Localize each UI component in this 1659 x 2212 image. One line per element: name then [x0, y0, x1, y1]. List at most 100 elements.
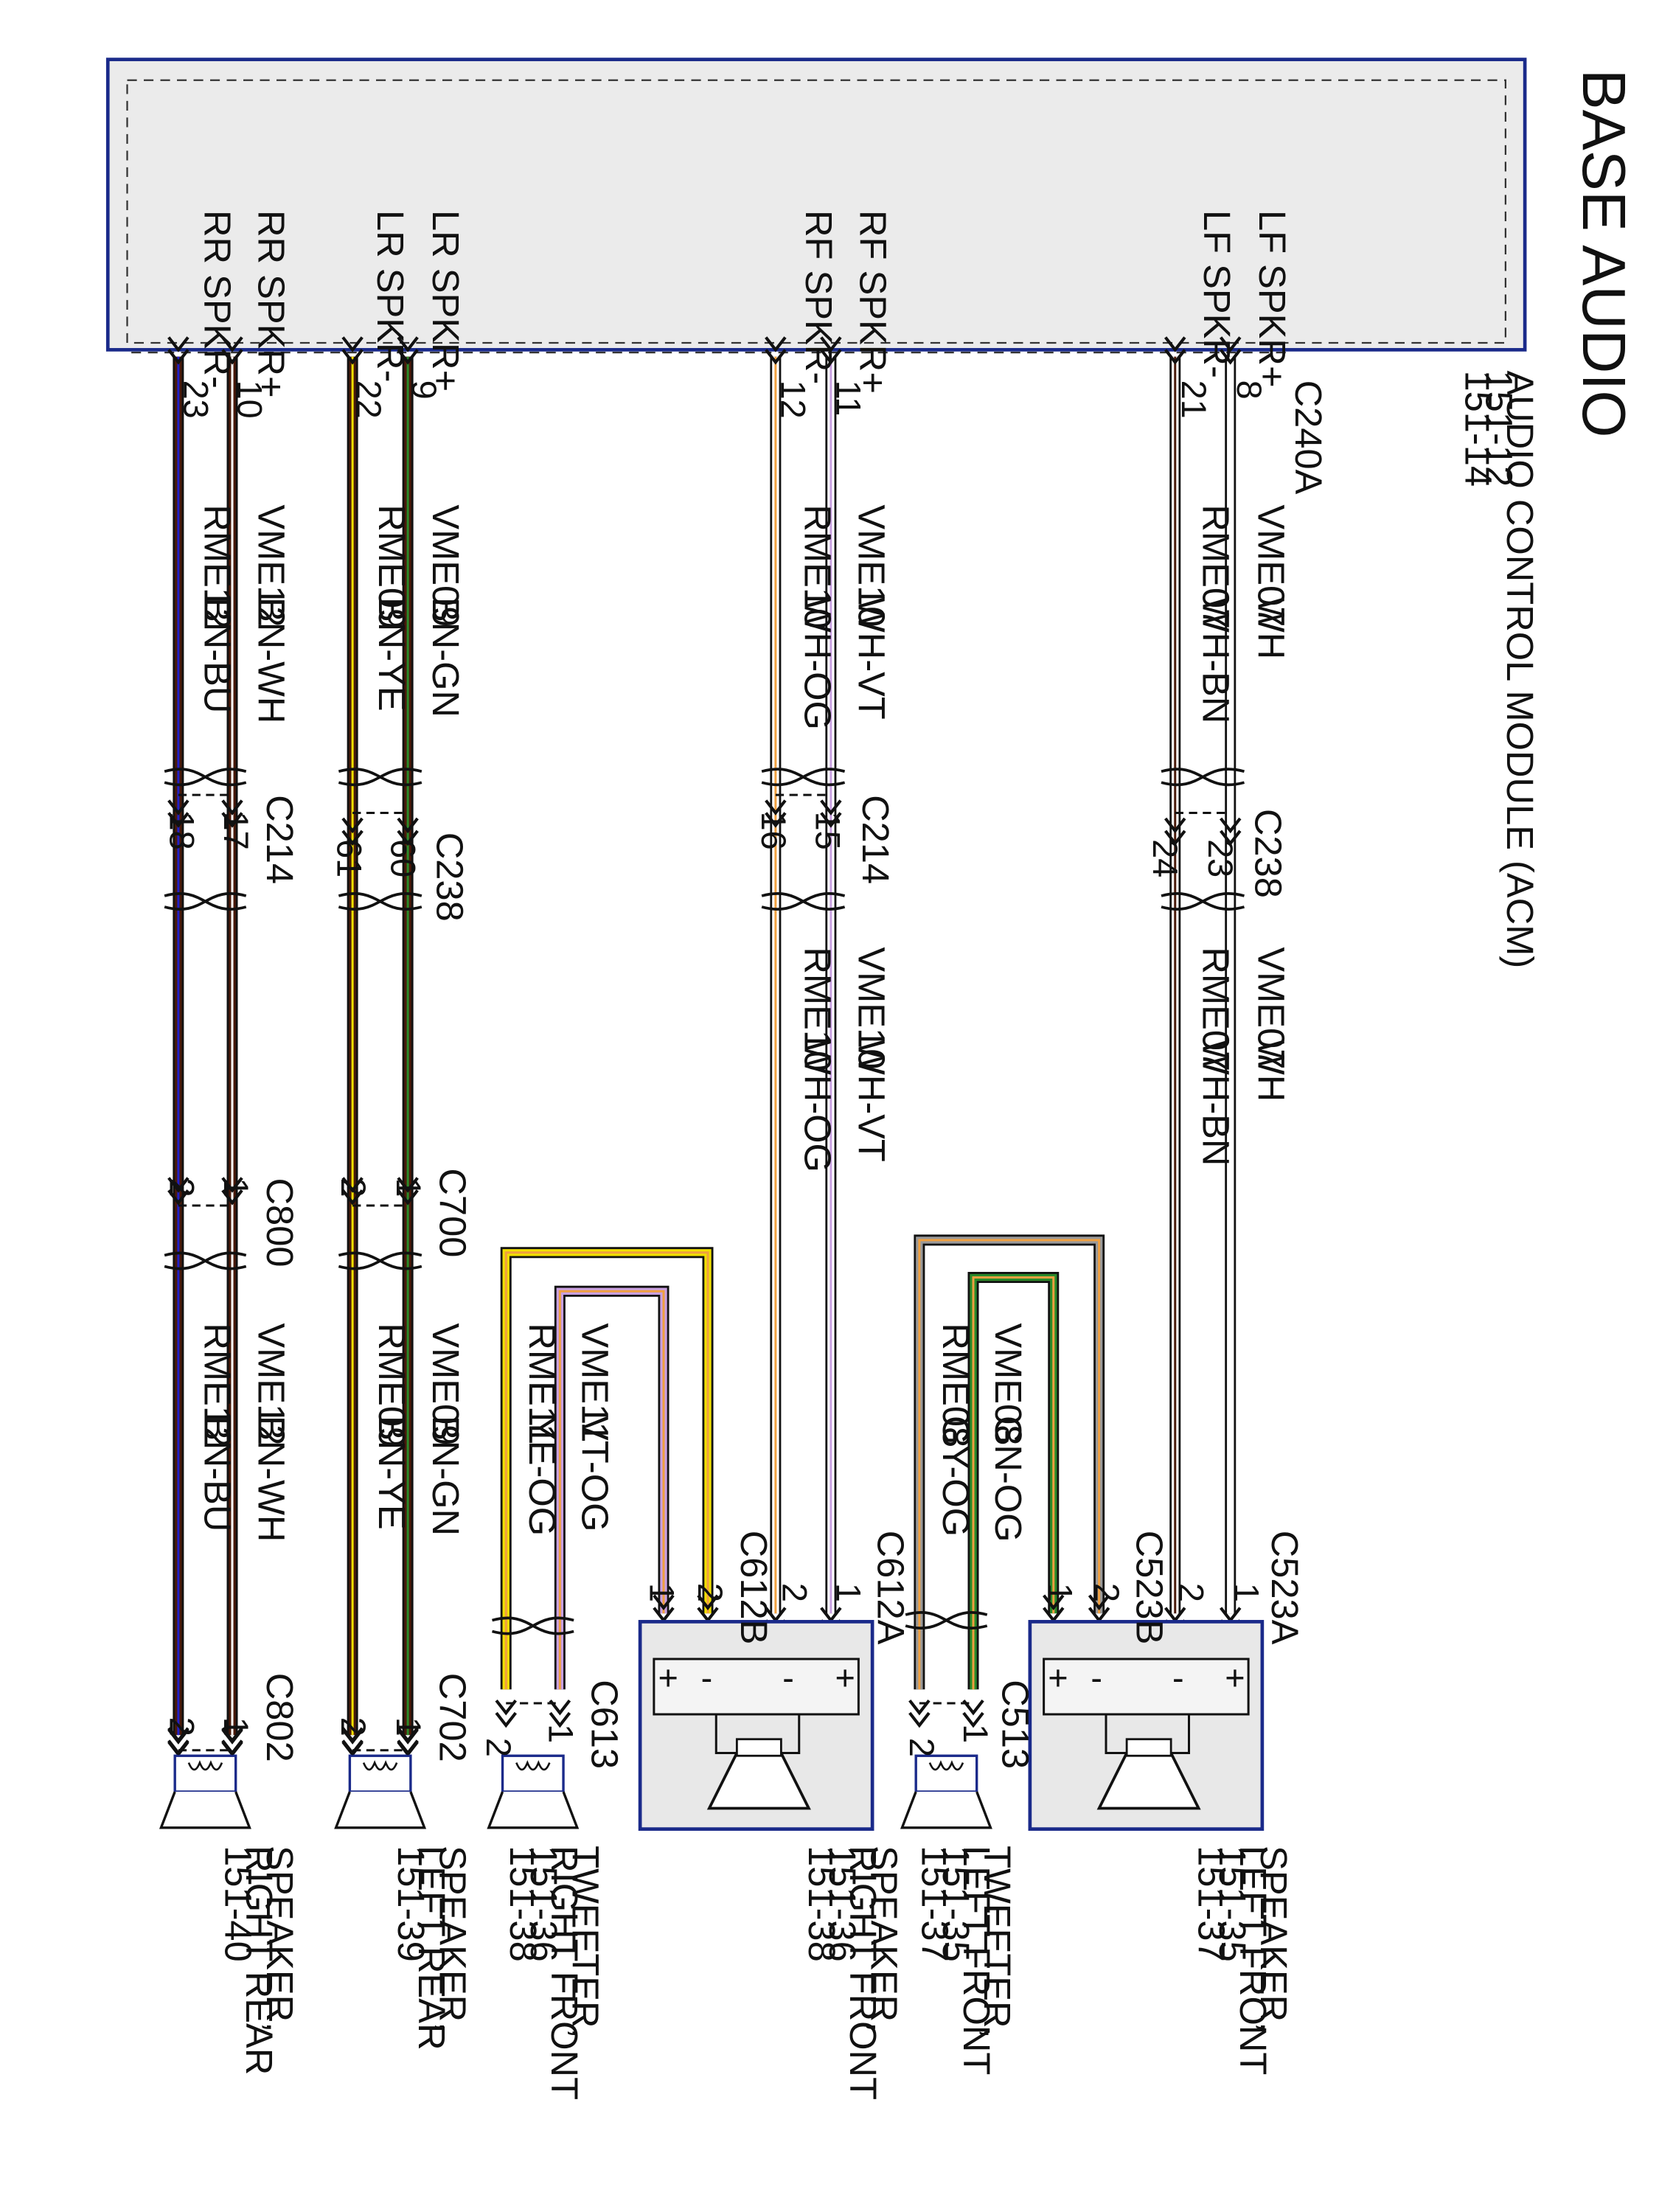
acm-pin-22: 22: [349, 380, 388, 419]
wires-layer: [173, 356, 1237, 1736]
tweeter-arrow: [962, 1699, 984, 1716]
acm-pin-23: 23: [176, 380, 215, 419]
inline-arrow: [1219, 817, 1242, 834]
connector-c612a: C612A: [870, 1531, 912, 1645]
circuit-vme09-upper: VME09: [425, 504, 467, 627]
pin-1-c702: 1: [389, 1717, 428, 1736]
speaker-arrow-b: [167, 1739, 189, 1756]
pin-1-c802: 1: [217, 1717, 255, 1736]
pin-1-c612b: 1: [642, 1583, 681, 1602]
color-wh-og-mid: WH-OG: [796, 1040, 838, 1172]
acm-pin-arrow: [1164, 336, 1186, 352]
signal-rf-neg: RF SPKR-: [798, 210, 840, 384]
speaker-arrow: [341, 1727, 364, 1743]
module-connector-c240a: C240A: [1287, 380, 1329, 495]
pin-2-c612a: 2: [775, 1583, 813, 1602]
speaker-arrow: [397, 1727, 419, 1743]
wire-lt_neg-stripe: [918, 1239, 1101, 1690]
speaker-box-left-front: [1028, 1620, 1265, 1831]
pin-2-c523a: 2: [1172, 1583, 1210, 1602]
acm-pin-arrow-b: [221, 349, 243, 365]
connector-c523a: C523A: [1264, 1531, 1306, 1645]
inline2-clip-b: [164, 1251, 247, 1270]
terminal-sign: -: [1091, 1658, 1102, 1697]
inline-clip-b: [1161, 892, 1245, 911]
pin-1-c612a: 1: [829, 1583, 867, 1602]
speaker-box-left-front-coil-icon: [1125, 1738, 1172, 1757]
circuit-vme10-mid: VME10: [850, 947, 892, 1069]
label-line: SPEAKER,: [431, 1846, 473, 2032]
inline-clip-b: [338, 892, 422, 911]
speaker-right-rear-coil: [187, 1760, 223, 1771]
speaker-box-right-front: [638, 1620, 874, 1831]
speaker-arrow-b: [397, 1739, 419, 1756]
inline-arrow: [341, 817, 364, 834]
connector-c612b: C612B: [733, 1531, 775, 1645]
pin-1-c613: 1: [541, 1724, 580, 1743]
circuit-vme10-upper: VME10: [850, 504, 892, 627]
tweeter-right-front-cone: [487, 1791, 580, 1829]
inline2-arrow-b: [221, 1189, 243, 1206]
acm-pin-arrow: [1219, 336, 1242, 352]
acm-pin-arrow-b: [341, 349, 364, 365]
inline-clip-b: [1161, 768, 1245, 787]
acm-pin-11: 11: [829, 380, 867, 417]
connector-c238-lr: C238: [429, 832, 471, 922]
inline-arrow-b: [167, 812, 189, 828]
color-wh-bn-upper: WH-BN: [1194, 597, 1237, 723]
acm-module-inner: [126, 79, 1506, 344]
circuit-vme08: VME08: [987, 1323, 1029, 1445]
tweeter-right-front-coil-box: [501, 1754, 565, 1793]
label-tweeter-right-front: TWEETER, RIGHT FRONT 151-36 151-38: [502, 1846, 606, 2100]
circuit-rme09-upper: RME09: [371, 504, 413, 629]
inline2-arrow: [167, 1177, 189, 1193]
inline2-arrow: [341, 1177, 364, 1193]
pin-15-c214: 15: [808, 812, 846, 850]
connector-c523b: C523B: [1128, 1531, 1170, 1645]
label-speaker-right-front: SPEAKER, RIGHT FRONT 151-36 151-38: [801, 1846, 905, 2100]
box-pin-arrow: [1088, 1594, 1110, 1610]
label-line: 151-38: [801, 1846, 843, 1962]
label-line: 151-37: [914, 1846, 956, 1962]
color-bn-gn-lower: BN-GN: [425, 1416, 467, 1536]
acm-pin-21: 21: [1175, 380, 1213, 419]
speaker-right-rear-icon: [159, 1754, 251, 1829]
acm-pin-arrow-b: [1164, 349, 1186, 365]
inline2-arrow-b: [397, 1189, 419, 1206]
terminal-sign: -: [701, 1658, 713, 1697]
acm-module-frame: [105, 58, 1527, 352]
tweeter-clip-b: [905, 1611, 988, 1630]
terminal-sign: +: [658, 1658, 678, 1697]
tweeter-right-front-icon: [487, 1754, 580, 1829]
signal-lr-pos: LR SPKR+: [425, 210, 467, 392]
pin-2-c513: 2: [902, 1738, 941, 1757]
acm-pin-arrow-b: [167, 349, 189, 365]
color-vt-og: VT-OG: [574, 1416, 616, 1531]
diagram-title: BASE AUDIO: [1570, 69, 1638, 438]
color-bn-ye-upper: BN-YE: [371, 597, 413, 712]
label-line: 151-37: [1191, 1846, 1233, 1962]
inline-clip-b: [338, 768, 422, 787]
speaker-left-rear-cone: [334, 1791, 427, 1829]
color-wh-vt-upper: WH-VT: [850, 597, 892, 720]
inline-arrow-b: [820, 812, 842, 828]
pin-2-c612b: 2: [691, 1583, 729, 1602]
color-wh-upper: WH: [1250, 597, 1292, 659]
inline2-arrow: [221, 1177, 243, 1193]
marks-layer: [159, 336, 1265, 1831]
inline-arrow: [397, 817, 419, 834]
pin-61-c238: 61: [330, 839, 369, 877]
inline-arrow-b: [1219, 830, 1242, 846]
speaker-box-right-front-coil-icon: [735, 1738, 782, 1757]
acm-pin-10: 10: [231, 380, 269, 419]
connector-c214-rf: C214: [855, 795, 897, 884]
box-pin-arrow: [1042, 1594, 1065, 1610]
pin-60-c238: 60: [384, 839, 422, 877]
signal-lf-neg: LF SPKR-: [1196, 210, 1238, 378]
pin-18-c214: 18: [163, 812, 201, 850]
inline-arrow-b: [1164, 830, 1186, 846]
connector-c700: C700: [431, 1168, 473, 1257]
pin-2-c702: 2: [334, 1717, 372, 1736]
tweeter-left-front-coil-box: [914, 1754, 978, 1793]
